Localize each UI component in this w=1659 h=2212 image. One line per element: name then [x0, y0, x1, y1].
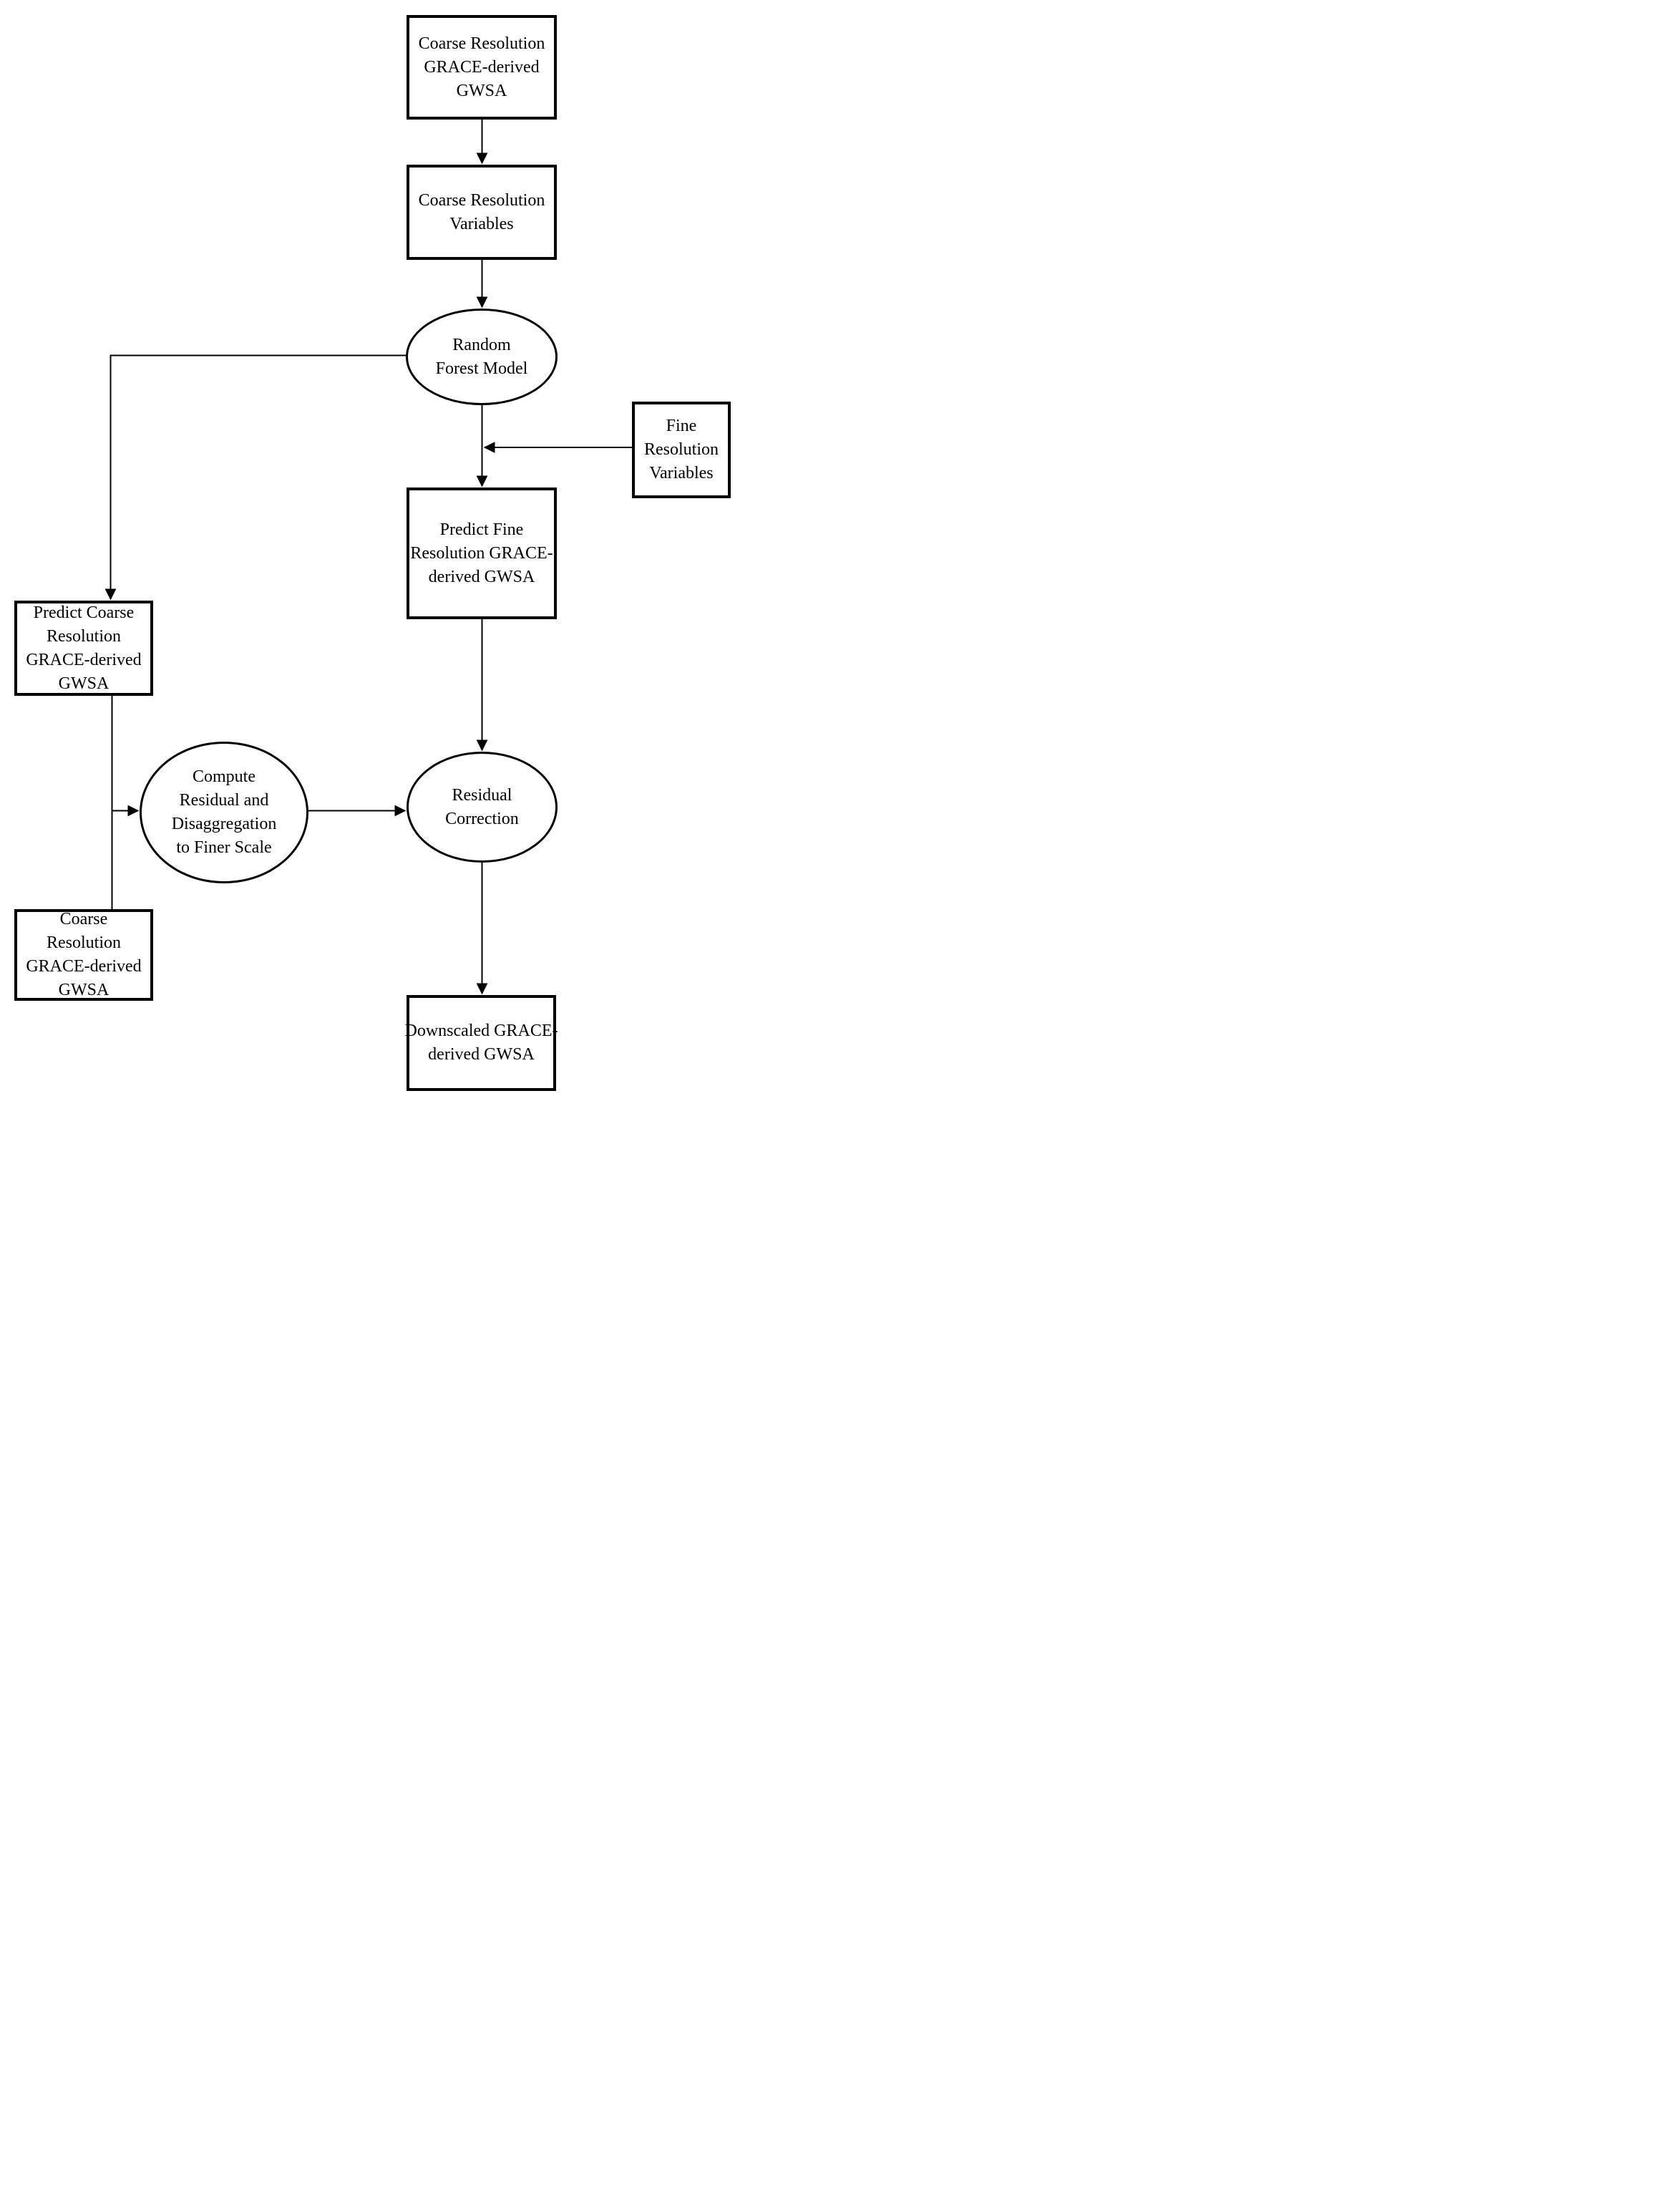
- flowchart-diagram: Coarse Resolution GRACE-derived GWSA Coa…: [0, 0, 830, 1106]
- node-random-forest-model: Random Forest Model: [406, 309, 558, 405]
- node-label: Compute Residual and Disaggregation to F…: [171, 767, 277, 857]
- node-predict-coarse-resolution-gwsa: Predict Coarse Resolution GRACE-derived …: [14, 601, 153, 696]
- node-label: Downscaled GRACE- derived GWSA: [404, 1022, 558, 1064]
- node-label: Coarse Resolution Variables: [418, 190, 545, 233]
- node-coarse-resolution-variables: Coarse Resolution Variables: [407, 165, 557, 260]
- node-coarse-resolution-gwsa-input: Coarse Resolution GRACE-derived GWSA: [407, 15, 557, 120]
- node-residual-correction: Residual Correction: [407, 752, 558, 863]
- node-compute-residual-disaggregation: Compute Residual and Disaggregation to F…: [140, 742, 308, 883]
- node-downscaled-gwsa: Downscaled GRACE- derived GWSA: [404, 995, 558, 1091]
- node-label: Fine Resolution Variables: [643, 417, 719, 482]
- node-coarse-resolution-gwsa-bottom: Coarse Resolution GRACE-derived GWSA: [14, 909, 153, 1001]
- node-label: Random Forest Model: [435, 335, 528, 378]
- node-fine-resolution-variables: Fine Resolution Variables: [632, 402, 731, 498]
- node-label: Predict Coarse Resolution GRACE-derived …: [26, 603, 142, 693]
- node-label: Residual Correction: [445, 785, 519, 828]
- node-label: Coarse Resolution GRACE-derived GWSA: [26, 910, 142, 999]
- edge-random-forest-to-predict-coarse: [104, 354, 406, 601]
- node-label: Predict Fine Resolution GRACE- derived G…: [410, 520, 553, 586]
- node-predict-fine-resolution-gwsa: Predict Fine Resolution GRACE- derived G…: [407, 487, 557, 619]
- node-label: Coarse Resolution GRACE-derived GWSA: [418, 34, 545, 100]
